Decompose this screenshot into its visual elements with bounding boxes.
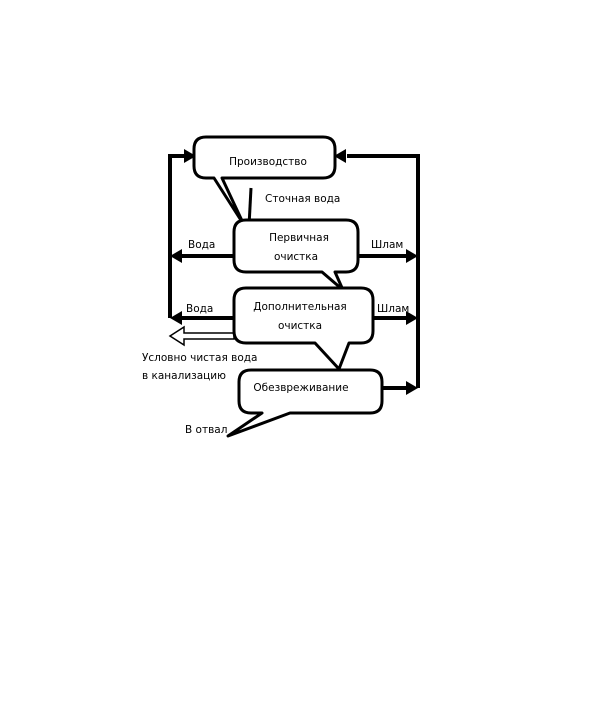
label-primary-line1: Первичная	[269, 232, 329, 244]
arrowhead-into-production-right	[334, 149, 346, 163]
label-wastewater: Сточная вода	[265, 193, 340, 205]
arrowhead-water-primary	[170, 249, 182, 263]
arrowhead-sludge-primary	[406, 249, 418, 263]
label-sludge-additional: Шлам	[377, 303, 409, 315]
arrowhead-neutralization-output	[406, 381, 418, 395]
node-primary-treatment	[232, 218, 360, 292]
label-dump: В отвал	[185, 424, 227, 436]
node-neutralization	[226, 368, 384, 438]
label-water-primary: Вода	[188, 239, 215, 251]
label-production: Производство	[229, 156, 307, 168]
label-additional-line2: очистка	[278, 320, 322, 332]
label-neutralization: Обезвреживание	[253, 382, 348, 394]
arrowhead-into-production-left	[184, 149, 196, 163]
node-additional-treatment	[232, 286, 375, 371]
label-additional-line1: Дополнительная	[253, 301, 346, 313]
label-clean-water-line2: в канализацию	[142, 370, 226, 382]
node-production	[192, 135, 337, 227]
label-primary-line2: очистка	[274, 251, 318, 263]
label-water-additional: Вода	[186, 303, 213, 315]
clean-water-to-sewer-arrow	[168, 325, 235, 347]
sludge-return-line	[347, 154, 420, 388]
arrowhead-sludge-additional	[406, 311, 418, 325]
water-return-line	[168, 154, 185, 318]
label-sludge-primary: Шлам	[371, 239, 403, 251]
label-clean-water-line1: Условно чистая вода	[142, 352, 257, 364]
arrowhead-water-additional	[170, 311, 182, 325]
